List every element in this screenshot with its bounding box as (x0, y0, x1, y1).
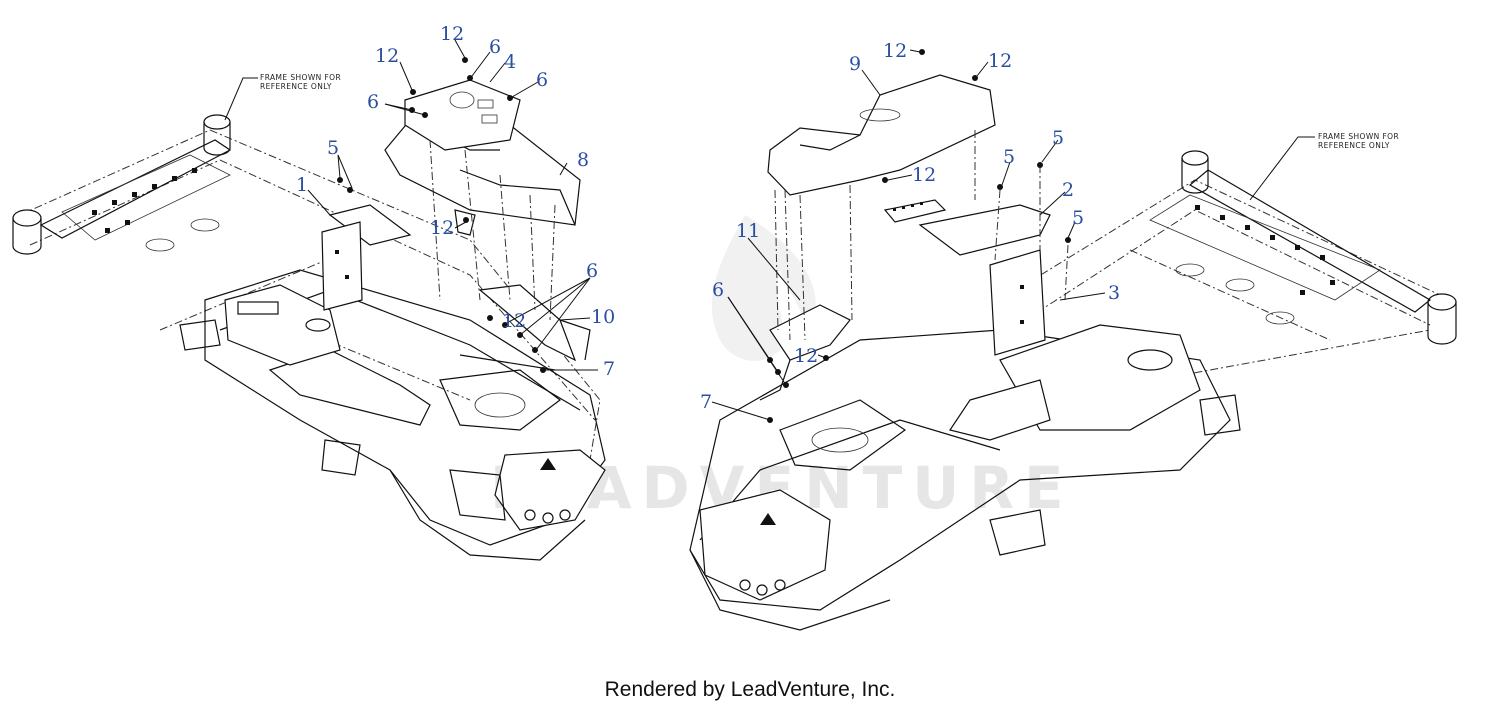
left-assembly-view: FRAME SHOWN FOR REFERENCE ONLY 12 6 4 6 (12, 23, 615, 561)
left-callout-6-a: 6 (489, 36, 501, 58)
watermark-flame-icon (711, 215, 816, 361)
left-callout-6-b: 6 (536, 69, 548, 91)
right-callout-5-b: 5 (1003, 146, 1015, 168)
left-callout-8: 8 (577, 149, 589, 171)
right-callout-7: 7 (700, 391, 712, 413)
right-frame-note-line1: FRAME SHOWN FOR (1318, 132, 1399, 141)
left-chassis (179, 269, 606, 561)
left-callout-12-b: 12 (440, 23, 464, 45)
right-reference-frame (999, 150, 1457, 391)
left-callout-12-d: 12 (502, 310, 526, 332)
right-console-part-9 (767, 74, 996, 196)
left-callout-6-c: 6 (367, 91, 379, 113)
right-bracket-part-11 (759, 304, 851, 401)
right-bracket-part-2 (883, 199, 1051, 256)
left-callout-12-a: 12 (375, 45, 399, 67)
right-leaders (711, 49, 1106, 421)
right-callout-3: 3 (1108, 282, 1120, 304)
left-callout-7: 7 (603, 358, 615, 380)
right-bracket-part-3 (989, 249, 1046, 356)
left-callout-1: 1 (296, 174, 308, 196)
left-reference-frame (12, 114, 601, 461)
left-callout-10: 10 (591, 306, 615, 328)
right-chassis (689, 324, 1241, 631)
left-bracket-part-1 (321, 204, 412, 311)
left-explode-lines (429, 139, 556, 321)
left-leaders (307, 39, 598, 371)
right-callout-9: 9 (849, 53, 861, 75)
right-callout-11: 11 (736, 220, 760, 242)
right-callout-5-a: 5 (1052, 127, 1064, 149)
left-callout-6-d: 6 (586, 260, 598, 282)
right-explode-lines (774, 130, 1069, 341)
credit-text: Rendered by LeadVenture, Inc. (605, 678, 896, 701)
right-callout-5-c: 5 (1072, 207, 1084, 229)
right-assembly-view: FRAME SHOWN FOR REFERENCE ONLY 12 12 9 5… (689, 40, 1457, 631)
right-frame-note-line2: REFERENCE ONLY (1318, 141, 1390, 150)
right-callout-12-d: 12 (794, 345, 818, 367)
left-callout-5: 5 (327, 137, 339, 159)
right-callout-12-a: 12 (883, 40, 907, 62)
right-callout-12-c: 12 (912, 164, 936, 186)
left-frame-note-line1: FRAME SHOWN FOR (260, 73, 341, 82)
left-frame-note-line2: REFERENCE ONLY (260, 82, 332, 91)
right-callout-2: 2 (1062, 179, 1074, 201)
left-callout-12-c: 12 (430, 217, 454, 239)
right-callout-6: 6 (712, 279, 724, 301)
right-callout-12-b: 12 (988, 50, 1012, 72)
left-callout-4: 4 (504, 51, 516, 73)
left-bracket-part-10 (478, 284, 591, 362)
